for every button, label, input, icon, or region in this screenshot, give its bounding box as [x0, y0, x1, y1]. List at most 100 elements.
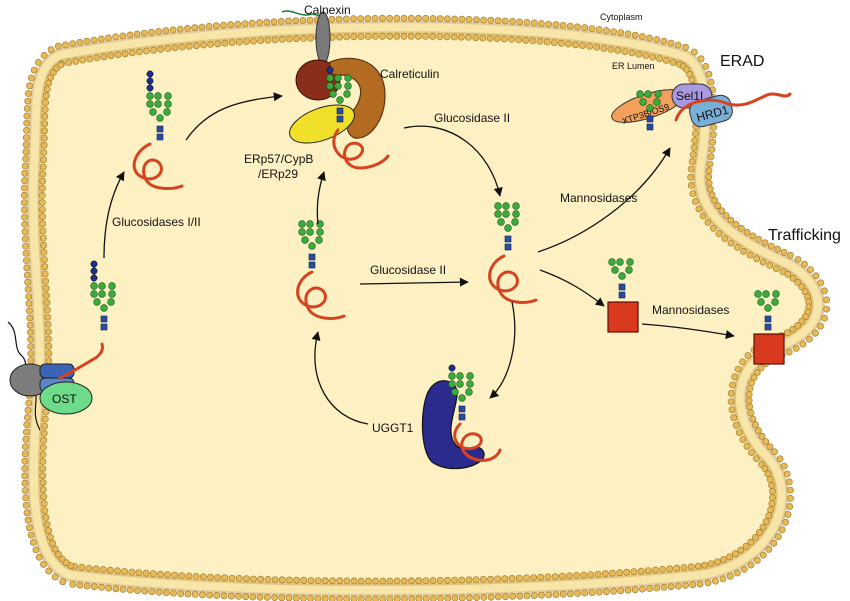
lipid-head [785, 478, 793, 486]
lipid-head [40, 493, 47, 501]
erad-retrotranslocated-chain [674, 92, 792, 122]
mannose-residue [93, 298, 101, 306]
lipid-head [508, 575, 516, 582]
lipid-head [696, 580, 704, 588]
glucose-residue [146, 84, 154, 92]
lipid-head [306, 16, 314, 24]
lipid-head [121, 50, 129, 58]
lipid-head [769, 487, 776, 495]
lipid-head [44, 320, 52, 328]
arrow-to-erad [537, 147, 671, 253]
lipid-head [472, 34, 480, 42]
lipid-head [27, 350, 35, 357]
lipid-head [746, 251, 754, 259]
mannose-residue [456, 372, 464, 380]
lipid-head [451, 15, 459, 23]
lipid-head [114, 567, 121, 575]
lipid-head [143, 47, 150, 55]
lipid-head [757, 364, 765, 372]
lipid-head [22, 134, 30, 141]
lipid-head [631, 31, 639, 39]
lipid-head [479, 34, 487, 42]
mannose-residue [343, 90, 351, 98]
lipid-head [364, 15, 372, 22]
lipid-head [27, 74, 35, 82]
lipid-head [357, 33, 365, 40]
lipid-head [714, 558, 721, 566]
protein-after-glucosidases [132, 142, 184, 190]
lipid-head [328, 595, 336, 601]
lipid-head [39, 227, 47, 235]
lipid-head [444, 594, 452, 601]
lipid-head [706, 160, 714, 168]
lipid-head [39, 486, 47, 494]
lipid-head [407, 14, 415, 22]
lipid-head [58, 555, 66, 563]
lipid-head [407, 32, 415, 40]
lipid-head [682, 43, 689, 51]
lipid-head [572, 41, 579, 49]
lipid-head [480, 16, 487, 24]
glcnac-residue [504, 235, 512, 243]
lipid-head [595, 588, 603, 596]
lipid-head [20, 199, 28, 206]
mannose-residue [344, 82, 352, 90]
lipid-head [55, 42, 62, 50]
lipid-head [784, 270, 792, 278]
lipid-head [25, 307, 33, 315]
mannose-residue [306, 220, 314, 228]
lipid-head [40, 241, 47, 249]
lipid-head [712, 577, 719, 585]
lipid-head [624, 586, 632, 594]
lipid-head [343, 33, 351, 41]
lipid-head [335, 15, 343, 23]
lipid-head [300, 576, 308, 584]
lipid-head [735, 429, 743, 436]
lipid-head [40, 500, 48, 508]
lipid-head [21, 487, 29, 494]
lipid-head [551, 573, 559, 580]
sec61-channel [39, 363, 75, 379]
label-cytoplasm: Cytoplasm [600, 12, 643, 22]
lipid-head [350, 33, 358, 41]
lipid-head [379, 577, 387, 585]
lipid-head [26, 82, 33, 90]
lipid-head [530, 574, 537, 581]
lipid-head [516, 18, 524, 26]
lipid-head [429, 595, 437, 601]
lipid-head [293, 576, 300, 584]
lipid-head [566, 572, 573, 580]
lipid-head [715, 230, 723, 237]
lipid-head [343, 595, 351, 601]
lipid-head [24, 285, 32, 293]
lipid-head [623, 568, 631, 576]
glcnac-residue [156, 133, 164, 141]
lipid-head [780, 248, 788, 256]
lipid-head [185, 42, 193, 50]
mannose-residue [644, 90, 652, 98]
lipid-head [62, 41, 69, 49]
lipid-head [458, 576, 466, 584]
lipid-head [24, 406, 32, 414]
lipid-head [694, 562, 702, 570]
lipid-head [207, 41, 214, 48]
mannose-residue [298, 220, 306, 228]
ost-protein [39, 381, 93, 415]
lipid-head [594, 570, 602, 578]
lipid-head [220, 21, 227, 29]
lipid-head [415, 577, 423, 585]
lipid-head [24, 97, 32, 105]
lipid-head [653, 36, 661, 43]
lipid-head [740, 565, 748, 573]
lipid-head [758, 432, 766, 440]
lipid-head [39, 184, 46, 192]
lipid-head [744, 352, 752, 359]
lipid-head [408, 595, 416, 601]
lipid-head [465, 15, 473, 23]
lipid-head [20, 184, 28, 192]
lipid-head [400, 14, 408, 22]
lipid-head [610, 28, 617, 35]
lipid-head [121, 568, 128, 575]
mannose-residue [497, 218, 505, 226]
lipid-head [691, 130, 699, 137]
